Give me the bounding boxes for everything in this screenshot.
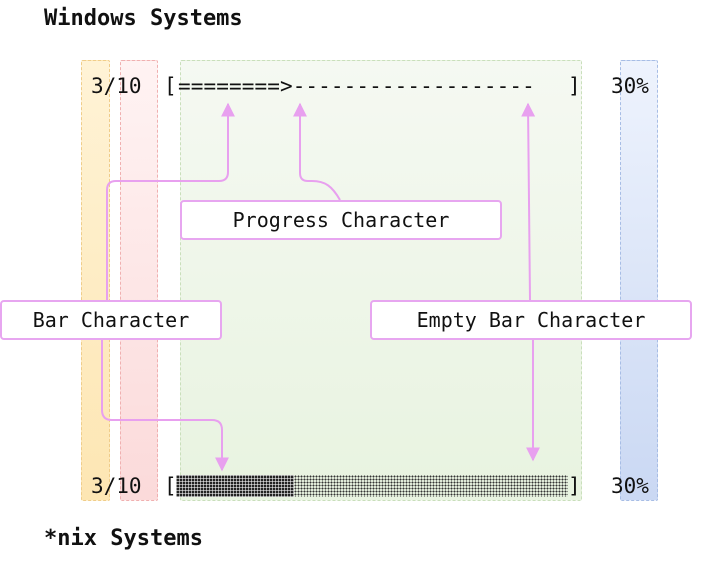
unix-progress-bar: [176, 475, 568, 497]
empty-bar-character-label: Empty Bar Character: [370, 300, 692, 340]
unix-close-bracket: ]: [568, 474, 581, 498]
open-bracket-column: [120, 60, 158, 501]
windows-systems-heading: Windows Systems: [44, 6, 243, 31]
windows-progress-bar: ========>-------------------: [178, 74, 535, 98]
percent-column: [620, 60, 658, 501]
windows-count: 3/10: [91, 74, 142, 98]
progress-character-label: Progress Character: [180, 200, 502, 240]
unix-systems-heading: *nix Systems: [44, 526, 203, 551]
windows-close-bracket: ]: [568, 74, 581, 98]
unix-percent: 30%: [611, 474, 649, 498]
arrow-progress-char: [293, 102, 341, 201]
windows-open-bracket: [: [164, 74, 177, 98]
arrow-bar-char-bottom: [101, 340, 229, 472]
arrow-bar-char-top: [106, 102, 235, 300]
arrow-empty-char-top: [521, 102, 536, 301]
windows-percent: 30%: [611, 74, 649, 98]
unix-bar-filled: [176, 475, 294, 497]
unix-open-bracket: [: [164, 474, 177, 498]
unix-count: 3/10: [91, 474, 142, 498]
bar-column: [180, 60, 582, 501]
count-column: [81, 60, 110, 501]
unix-bar-empty: [293, 475, 568, 497]
bar-character-label: Bar Character: [0, 300, 222, 340]
